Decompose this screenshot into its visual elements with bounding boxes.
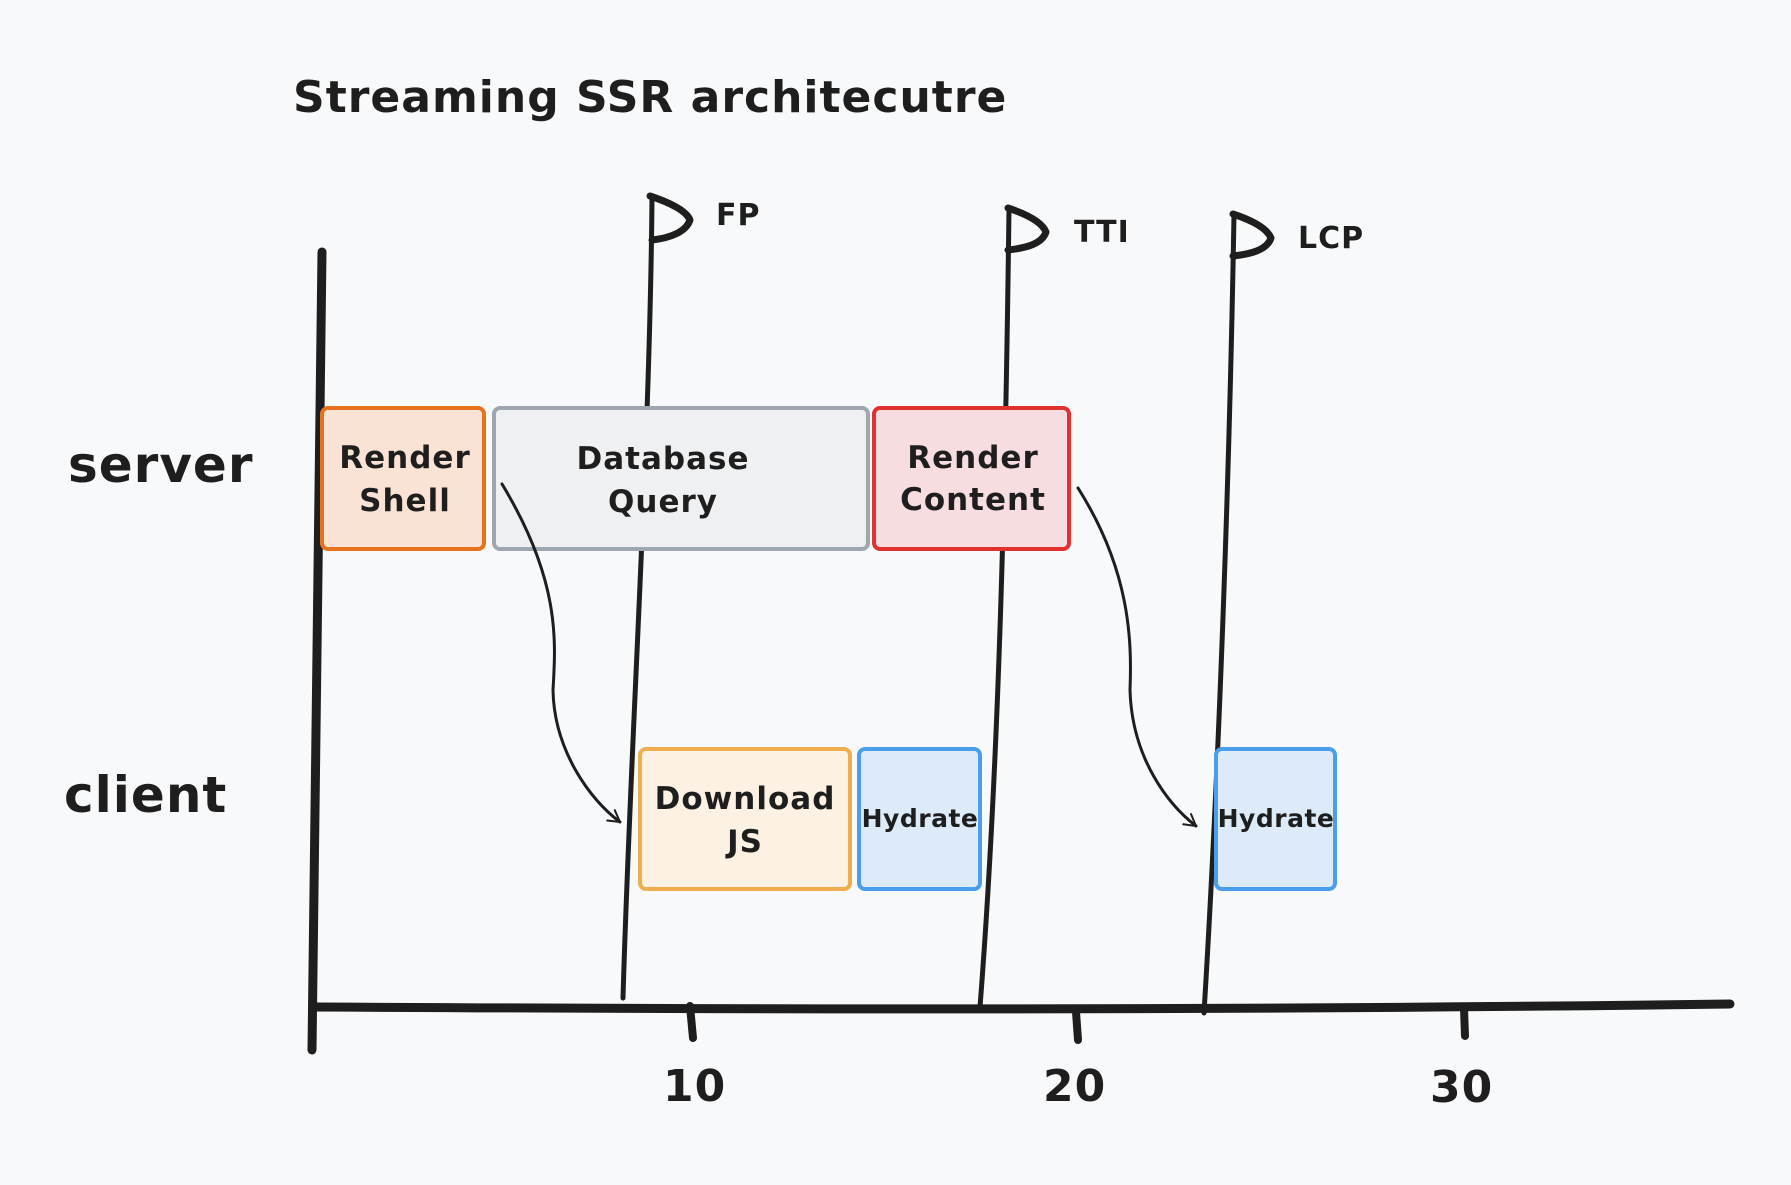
- tti-flag-pole: [977, 205, 1012, 1010]
- fp-flag: FP: [620, 192, 760, 1001]
- lcp-flag-icon: [1229, 210, 1275, 260]
- render-content-box: [872, 406, 1071, 551]
- render-content-label-2: Content: [900, 482, 1046, 518]
- download-js-block: Download JS: [638, 747, 852, 891]
- tick-label-10: 10: [663, 1061, 726, 1112]
- download-js-box: [638, 747, 852, 891]
- arrow-content-to-hydrate: [1076, 486, 1198, 828]
- render-shell-label-2: Shell: [359, 483, 451, 519]
- fp-flag-icon: [646, 192, 694, 244]
- fp-flag-pole: [620, 193, 655, 1001]
- render-shell-label-1: Render: [339, 440, 470, 476]
- render-shell-block: Render Shell: [320, 406, 486, 551]
- tick-label-30: 30: [1430, 1062, 1493, 1113]
- render-content-label-1: Render: [907, 440, 1038, 476]
- hydrate-box-1: [857, 747, 982, 891]
- hydrate-box-2: [1214, 747, 1337, 891]
- diagram-title: Streaming SSR architecutre: [293, 72, 1007, 123]
- hydrate-label-1: Hydrate: [862, 804, 979, 833]
- tick-label-20: 20: [1043, 1061, 1106, 1112]
- download-js-label-1: Download: [655, 781, 836, 817]
- tti-flag-icon: [1004, 204, 1050, 254]
- database-query-label-2: Query: [608, 484, 718, 520]
- database-query-box: [492, 406, 870, 551]
- tick-10: [686, 1002, 697, 1042]
- x-axis: [309, 999, 1735, 1014]
- y-axis: [307, 247, 327, 1055]
- lcp-flag-pole: [1201, 211, 1237, 1016]
- arrow-shell-to-download: [500, 482, 622, 824]
- hydrate-label-2: Hydrate: [1218, 804, 1335, 833]
- server-lane-label: server: [68, 436, 254, 494]
- lcp-flag-label: LCP: [1298, 221, 1364, 256]
- tick-30: [1460, 1004, 1469, 1040]
- hydrate-block-1: Hydrate: [857, 747, 982, 891]
- fp-flag-label: FP: [716, 198, 760, 233]
- hydrate-block-2: Hydrate: [1214, 747, 1337, 891]
- lcp-flag: LCP: [1201, 210, 1364, 1016]
- tti-flag-label: TTI: [1074, 215, 1130, 250]
- tick-20: [1072, 1008, 1082, 1044]
- database-query-label-1: Database: [577, 441, 750, 477]
- database-query-block: Database Query: [492, 406, 870, 551]
- client-lane-label: client: [64, 766, 227, 824]
- render-shell-box: [320, 406, 486, 551]
- tti-flag: TTI: [977, 204, 1130, 1010]
- render-content-block: Render Content: [872, 406, 1071, 551]
- download-js-label-2: JS: [725, 824, 763, 860]
